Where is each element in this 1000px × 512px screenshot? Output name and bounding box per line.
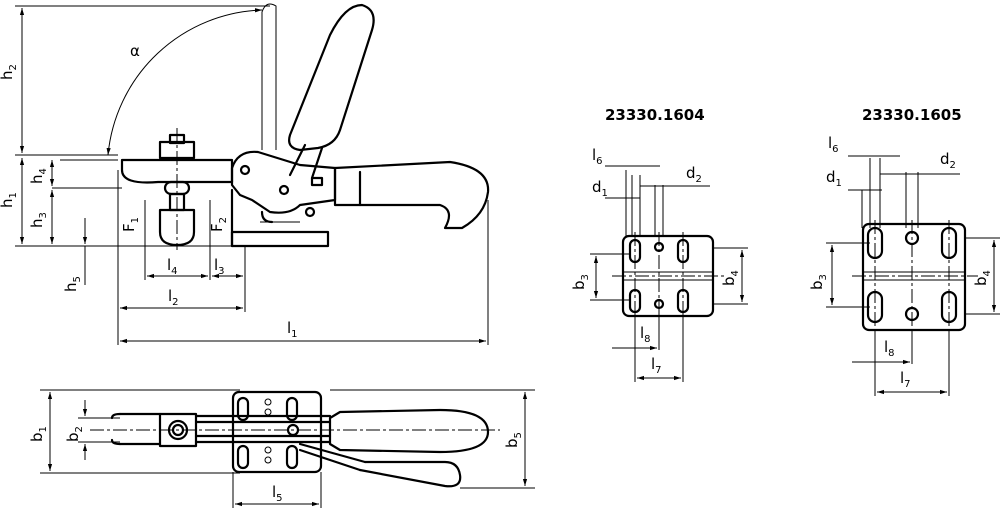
spindle-pad bbox=[158, 208, 196, 247]
h2-label: h2 bbox=[0, 64, 19, 80]
f2-label: F2 bbox=[208, 217, 229, 232]
d2-label-1604: d2 bbox=[686, 164, 702, 185]
linkage-body bbox=[230, 150, 337, 214]
handle-stem bbox=[288, 143, 307, 177]
b4-label-1605: b4 bbox=[972, 270, 993, 286]
h3-label: h3 bbox=[28, 212, 49, 228]
base-plate bbox=[230, 230, 330, 248]
l7-label-1604: l7 bbox=[651, 355, 662, 376]
l7-label-1605: l7 bbox=[900, 369, 911, 390]
b5-label: b5 bbox=[503, 432, 524, 448]
base-plate-1604: 23330.1604 l6 d1 d2 b3 b4 bbox=[570, 106, 748, 382]
side-view: α h2 h1 h4 h3 h5 F1 F2 l4 l3 bbox=[0, 3, 490, 345]
handle-open-top bbox=[358, 460, 462, 488]
handle-open-outline bbox=[261, 3, 277, 150]
base-plate-1605: 23330.1605 l6 d1 d2 b3 b4 bbox=[808, 106, 1000, 396]
pivot-1 bbox=[239, 164, 251, 176]
top-view: b1 b2 b5 l5 bbox=[28, 389, 535, 508]
h5-label: h5 bbox=[62, 276, 83, 292]
b1-label: b1 bbox=[28, 426, 49, 442]
l3-label: l3 bbox=[214, 256, 225, 277]
clamp-arm bbox=[120, 158, 234, 184]
d1-label-1605: d1 bbox=[826, 168, 842, 189]
h1-label: h1 bbox=[0, 192, 19, 208]
variant-title-1604: 23330.1604 bbox=[605, 106, 705, 124]
l6-label-1605: l6 bbox=[828, 134, 839, 155]
l8-label-1604: l8 bbox=[640, 324, 651, 345]
b3-label-1604: b3 bbox=[570, 274, 591, 290]
b3-label-1605: b3 bbox=[808, 274, 829, 290]
l6-label-1604: l6 bbox=[592, 146, 603, 167]
base-plate-top bbox=[231, 390, 323, 474]
handle-upright bbox=[288, 3, 375, 152]
plate-1605-outline bbox=[861, 222, 967, 332]
angle-arc bbox=[106, 8, 263, 156]
b4-label-1604: b4 bbox=[720, 270, 741, 286]
b2-label: b2 bbox=[64, 426, 85, 442]
pivot-3 bbox=[304, 206, 316, 218]
variant-title-1605: 23330.1605 bbox=[862, 106, 962, 124]
l8-label-1605: l8 bbox=[884, 338, 895, 359]
alpha-label: α bbox=[130, 42, 140, 60]
spindle-nut-top bbox=[158, 412, 198, 448]
h4-label: h4 bbox=[28, 168, 49, 184]
f1-label: F1 bbox=[120, 217, 141, 232]
l5-label: l5 bbox=[272, 483, 283, 504]
pivot-2 bbox=[278, 184, 290, 196]
d1-label-1604: d1 bbox=[592, 178, 608, 199]
link-slot bbox=[310, 176, 324, 187]
handle-closed bbox=[333, 160, 490, 230]
l1-label: l1 bbox=[287, 319, 298, 340]
l2-label: l2 bbox=[168, 287, 179, 308]
handle-stem-2 bbox=[310, 146, 324, 180]
d2-label-1605: d2 bbox=[940, 150, 956, 171]
handle-top bbox=[328, 408, 490, 454]
l4-label: l4 bbox=[167, 256, 178, 277]
